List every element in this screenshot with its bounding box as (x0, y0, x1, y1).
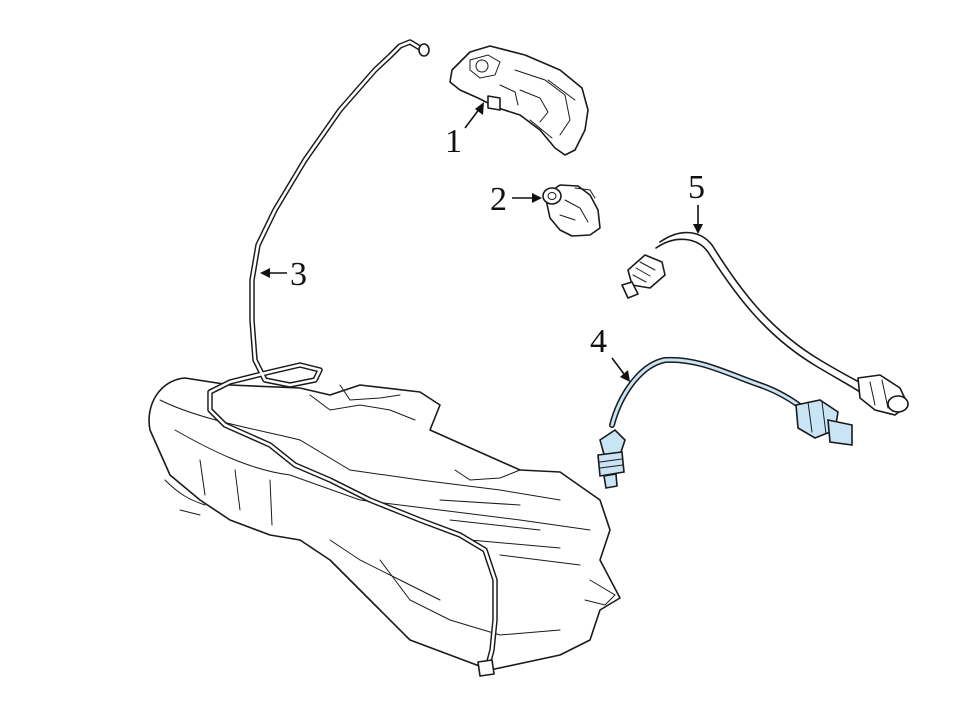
vent-hose (207, 39, 498, 677)
callout-2: 2 (490, 181, 542, 218)
callout-label-3: 3 (290, 256, 307, 293)
callout-label-2: 2 (490, 181, 507, 218)
callout-label-4: 4 (590, 323, 607, 360)
oxygen-sensor-downstream (597, 356, 853, 489)
callout-3: 3 (260, 256, 307, 293)
callout-1: 1 (445, 102, 484, 160)
oxygen-sensor-upstream (621, 231, 909, 416)
callout-label-5: 5 (688, 169, 705, 206)
purge-valve (542, 184, 601, 237)
callout-label-1: 1 (445, 123, 462, 160)
bracket-valve (449, 45, 589, 156)
callout-5: 5 (688, 169, 705, 234)
fuel-tank (148, 377, 621, 671)
callout-4: 4 (590, 323, 630, 382)
